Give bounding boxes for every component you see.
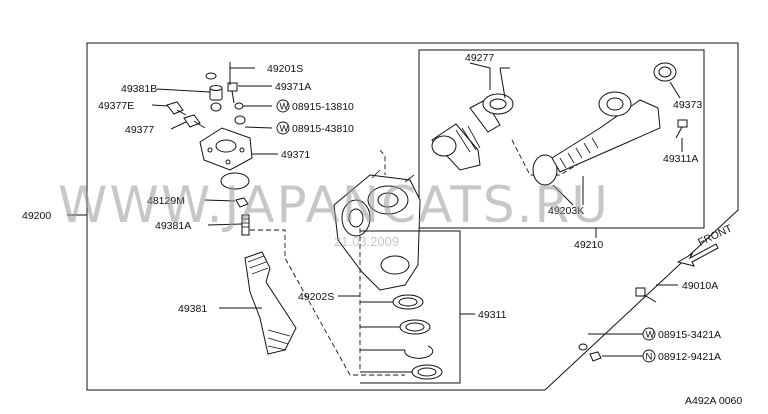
label-49377: 49377 xyxy=(125,124,154,136)
washer-badge-3: W xyxy=(642,327,656,341)
leader-49277-2 xyxy=(499,67,506,99)
washer-badge-2: W xyxy=(276,121,290,135)
assembly-frame xyxy=(86,42,739,391)
upper-cover-part xyxy=(199,127,253,171)
label-49201s: 49201S xyxy=(267,63,303,75)
label-08915-13810: 08915-13810 xyxy=(292,101,354,113)
small-nut-part xyxy=(235,197,249,208)
label-49381a: 49381A xyxy=(155,220,191,232)
leader-49203k-2 xyxy=(552,184,574,206)
label-49371: 49371 xyxy=(281,149,310,161)
leader-49277 xyxy=(469,62,491,90)
label-49202s: 49202S xyxy=(298,291,334,303)
label-49371a: 49371A xyxy=(275,81,311,93)
label-49200: 49200 xyxy=(22,210,51,222)
label-49311: 49311 xyxy=(478,309,507,321)
subassembly-frame xyxy=(418,49,705,229)
washer-badge-letter-2: W xyxy=(280,124,289,135)
bleeder-part xyxy=(183,114,206,129)
guide-dash-top xyxy=(379,149,386,175)
nut-badge-letter: N xyxy=(646,352,653,363)
front-arrow-icon xyxy=(676,243,719,267)
leader-08915-43810 xyxy=(244,126,273,129)
label-49277: 49277 xyxy=(465,52,494,64)
cover-49373 xyxy=(653,62,677,82)
seal-49277 xyxy=(482,93,514,115)
bolt-49010a xyxy=(635,287,657,303)
o-ring-49203k xyxy=(532,154,558,186)
label-08915-43810: 08915-43810 xyxy=(292,123,354,135)
label-49210: 49210 xyxy=(574,239,603,251)
label-08915-3421a: 08915-3421A xyxy=(658,329,721,341)
nut-part xyxy=(210,102,222,112)
nut-badge: N xyxy=(642,349,656,363)
worm-bearing-part xyxy=(431,99,501,171)
label-49381: 49381 xyxy=(178,303,207,315)
nut-9421a xyxy=(589,351,602,362)
label-48129m: 48129M xyxy=(147,195,185,207)
label-49381b: 49381B xyxy=(121,83,157,95)
washer-badge-letter-3: W xyxy=(646,330,655,341)
fitting-part xyxy=(166,101,187,116)
bracket-49311 xyxy=(360,230,461,384)
label-49311a: 49311A xyxy=(663,153,698,165)
leader-49373 xyxy=(669,81,681,99)
bolt-part xyxy=(227,82,238,104)
leader-49381a xyxy=(207,223,243,226)
bolt-49311a xyxy=(675,119,688,139)
label-49377e: 49377E xyxy=(98,100,134,112)
washer-badge-1: W xyxy=(276,99,290,113)
diagram-code: A492A 0060 xyxy=(685,395,742,407)
watermark-date: 21.03.2009 xyxy=(334,234,399,249)
washer-3421a xyxy=(578,343,588,351)
nut-part-2 xyxy=(234,115,246,125)
washer-badge-letter: W xyxy=(280,102,289,113)
label-49373: 49373 xyxy=(673,99,702,111)
gear-box-housing xyxy=(333,169,421,291)
label-49010a: 49010A xyxy=(682,280,718,292)
leader-49377 xyxy=(170,121,187,130)
watermark-text: WWW.JAPANCATS.RU xyxy=(58,176,610,234)
leader-49377e xyxy=(151,104,169,107)
adjust-bolt-part xyxy=(241,214,250,236)
seal-ring-stack xyxy=(392,294,443,380)
leader-49381b xyxy=(156,88,211,93)
leader-48129m xyxy=(204,199,236,202)
label-49203k: 49203K xyxy=(548,205,584,217)
cap-part xyxy=(209,85,223,101)
o-ring-part xyxy=(205,72,217,80)
large-o-ring-part xyxy=(220,172,250,190)
worm-shaft-part xyxy=(551,91,661,173)
sector-shaft-part xyxy=(244,251,297,355)
guide-dash-sub xyxy=(511,139,586,176)
label-08912-9421a: 08912-9421A xyxy=(658,351,721,363)
washer-part xyxy=(234,102,244,110)
